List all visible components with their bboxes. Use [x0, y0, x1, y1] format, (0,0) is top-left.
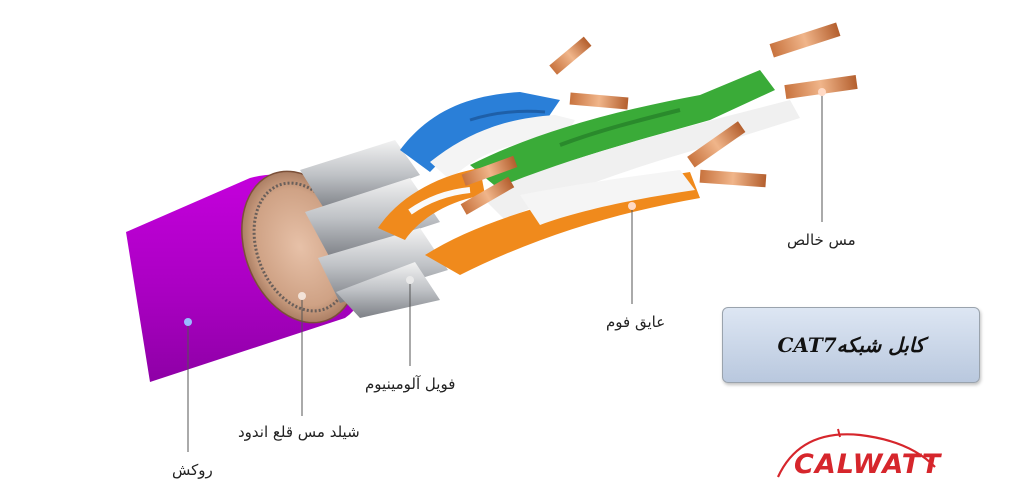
title-box: کابل شبکهCAT7	[722, 307, 980, 383]
brand-wordmark: CALWATT	[794, 449, 942, 480]
label-aluminum-foil: فویل آلومینیوم	[365, 375, 456, 393]
label-foam-insulation: عایق فوم	[606, 313, 666, 331]
blue-pair	[400, 36, 629, 180]
calwatt-logo-icon	[777, 428, 936, 478]
leader-lines	[187, 92, 823, 452]
aluminum-foil-pairs	[300, 140, 448, 318]
diagram-title: کابل شبکهCAT7	[777, 333, 925, 357]
leader-dots	[184, 88, 826, 326]
orange-pair-lower	[425, 121, 767, 275]
label-jacket: روکش	[172, 461, 213, 479]
label-tinned-copper-shield: شیلد مس قلع اندود	[238, 423, 360, 441]
label-pure-copper: مس خالص	[787, 231, 856, 249]
orange-pair-middle	[378, 155, 518, 240]
